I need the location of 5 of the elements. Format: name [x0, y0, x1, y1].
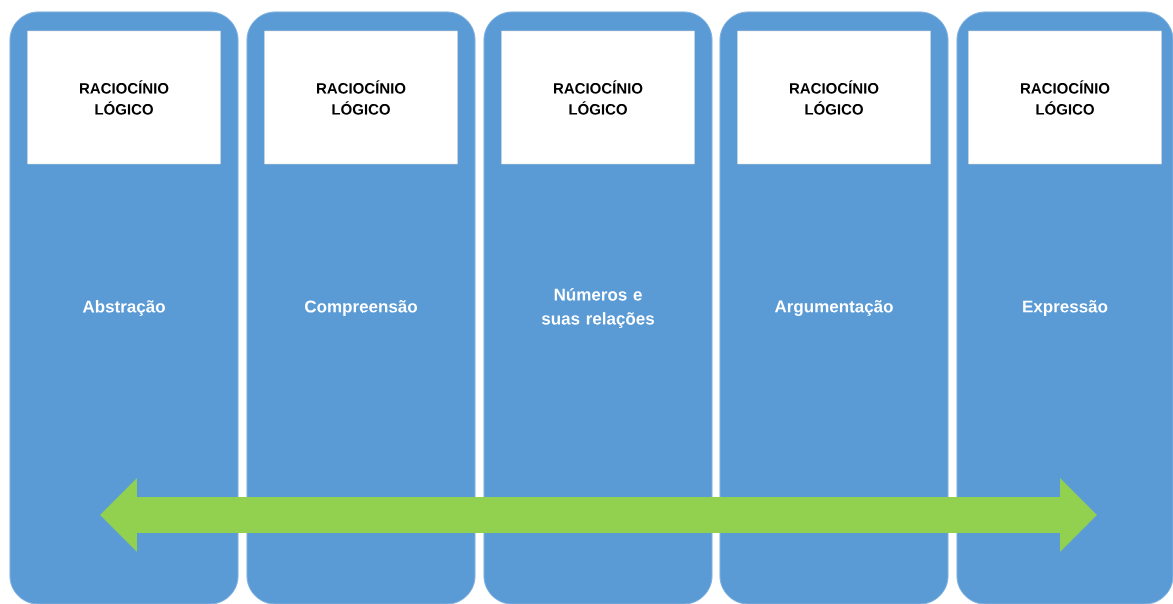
title-box: RACIOCÍNIO LÓGICO	[501, 30, 695, 165]
title-box: RACIOCÍNIO LÓGICO	[737, 30, 931, 165]
title-box: RACIOCÍNIO LÓGICO	[264, 30, 458, 165]
title-box: RACIOCÍNIO LÓGICO	[968, 30, 1162, 165]
title-box: RACIOCÍNIO LÓGICO	[27, 30, 221, 165]
